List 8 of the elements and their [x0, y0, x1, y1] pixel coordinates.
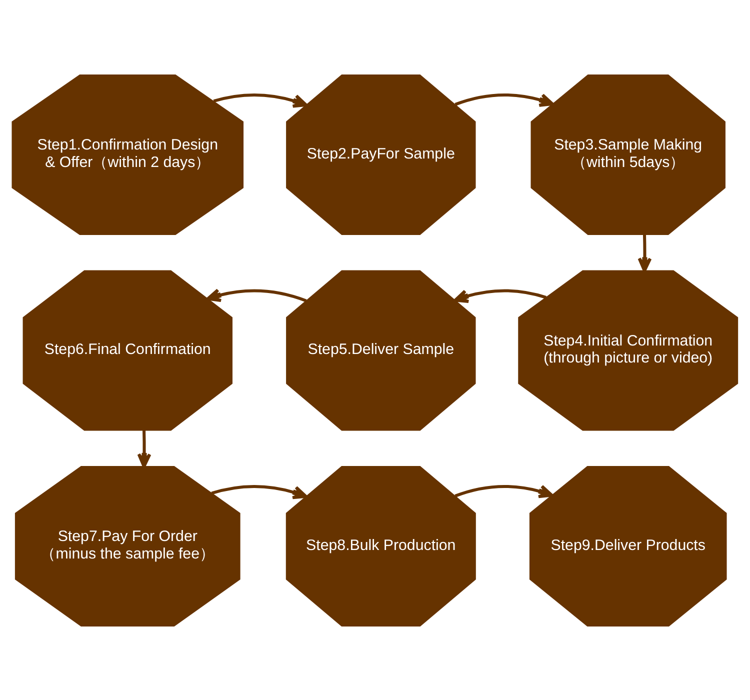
arrow — [454, 92, 554, 106]
arrow — [454, 288, 546, 302]
arrow — [213, 92, 308, 108]
arrow — [206, 288, 307, 302]
arrow — [211, 484, 308, 499]
arrow — [638, 234, 652, 272]
arrow — [454, 484, 554, 498]
arrow — [137, 430, 152, 468]
